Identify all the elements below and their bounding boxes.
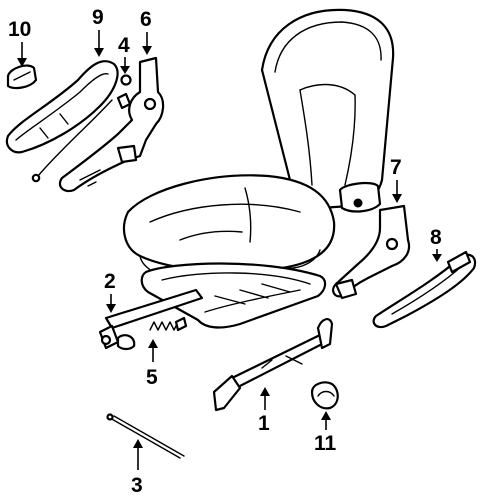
callout-label: 10 (8, 18, 31, 41)
part-8-side-shield (372, 250, 477, 329)
callout-7: 7 (390, 156, 402, 203)
callout-label: 5 (146, 366, 158, 389)
callout-label: 8 (430, 226, 442, 249)
callout-label: 11 (314, 432, 337, 455)
part-9-side-shield (5, 60, 119, 183)
part-1-seat-track (212, 318, 334, 412)
callout-9: 9 (92, 6, 104, 57)
callout-label: 7 (390, 156, 402, 179)
part-7-recliner-bracket (332, 204, 411, 300)
callout-label: 2 (104, 270, 116, 293)
seat-frame (140, 262, 327, 329)
callout-label: 6 (140, 8, 152, 31)
part-10-knob (6, 64, 38, 90)
part-3-rod (106, 413, 185, 459)
part-5-spring (149, 316, 188, 332)
callout-6: 6 (140, 8, 152, 55)
callout-5: 5 (146, 339, 158, 389)
callout-label: 4 (118, 34, 130, 57)
callout-11: 11 (314, 411, 337, 455)
callout-3: 3 (131, 439, 143, 497)
callout-10: 10 (8, 18, 31, 67)
callout-4: 4 (118, 34, 130, 74)
callout-8: 8 (430, 226, 442, 262)
callout-2: 2 (104, 270, 116, 313)
seat-cushion (122, 174, 336, 287)
callout-label: 3 (131, 474, 143, 497)
callout-1: 1 (258, 387, 270, 435)
part-11-knob (310, 381, 339, 410)
callout-label: 1 (258, 412, 270, 435)
part-6-recliner-bracket (58, 56, 165, 193)
part-4-clip (116, 74, 132, 110)
part-2-seat-track (98, 288, 204, 351)
callout-label: 9 (92, 6, 104, 29)
